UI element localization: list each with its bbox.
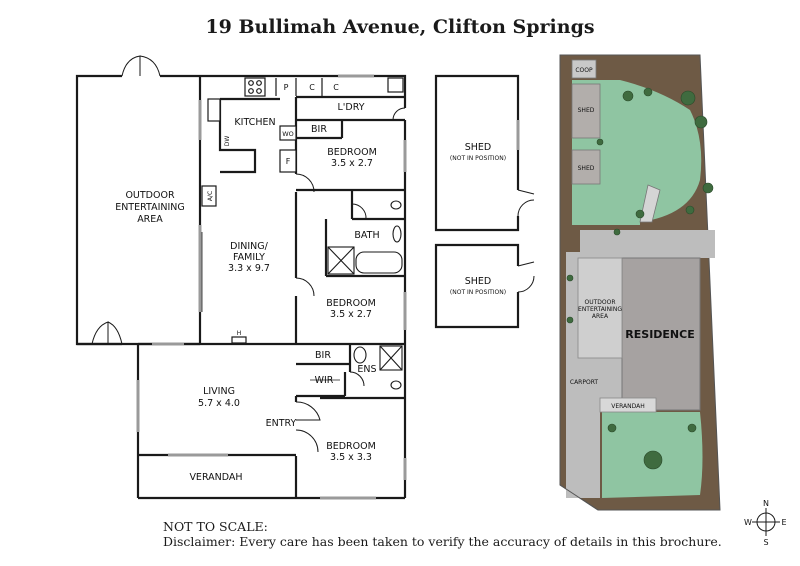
entry-label: ENTRY bbox=[266, 418, 297, 429]
compass-east: E bbox=[781, 518, 786, 527]
outdoor-area-label-3: AREA bbox=[137, 214, 163, 225]
site-outdoor-area bbox=[577, 257, 623, 359]
bedroom2-label: BEDROOM bbox=[326, 298, 376, 309]
bath-fixtures bbox=[201, 200, 403, 390]
house-walls bbox=[75, 74, 407, 500]
site-outdoor-label-2: ENTERTAINING bbox=[578, 306, 622, 313]
bedroom3-size: 3.5 x 3.3 bbox=[330, 452, 372, 463]
site-shrubs bbox=[566, 87, 714, 470]
heater-label: H bbox=[237, 330, 242, 337]
site-shed-b bbox=[571, 149, 601, 185]
shed-2 bbox=[434, 243, 535, 329]
outdoor-area-label-1: OUTDOOR bbox=[125, 190, 175, 201]
cupboard1-label: C bbox=[309, 83, 315, 92]
site-outdoor-label-3: AREA bbox=[592, 313, 609, 320]
fridge-icon bbox=[279, 149, 297, 173]
bir-top-label: BIR bbox=[311, 124, 327, 135]
outdoor-area-label-2: ENTERTAINING bbox=[115, 202, 185, 213]
windows bbox=[136, 74, 407, 500]
heater-icon bbox=[231, 336, 247, 344]
shed-1 bbox=[434, 74, 535, 232]
cooktop-icon bbox=[244, 77, 266, 97]
driveway bbox=[580, 230, 715, 258]
door-swings bbox=[91, 55, 406, 468]
not-to-scale-note: NOT TO SCALE: bbox=[163, 519, 268, 534]
compass-north: N bbox=[763, 499, 769, 508]
aircon-label: A/C bbox=[207, 191, 214, 201]
living-size: 5.7 x 4.0 bbox=[198, 398, 240, 409]
kitchen-fixtures bbox=[201, 77, 404, 344]
site-shed-a-label: SHED bbox=[578, 107, 595, 114]
shed2-label: SHED bbox=[465, 276, 492, 287]
wall-oven-label: WO bbox=[282, 130, 294, 138]
kitchen-label: KITCHEN bbox=[234, 117, 275, 128]
coop-roof bbox=[571, 59, 597, 79]
shed1-label: SHED bbox=[465, 142, 492, 153]
shed1-note: (NOT IN POSITION) bbox=[450, 155, 506, 162]
compass-icon bbox=[752, 508, 780, 536]
bedroom3-label: BEDROOM bbox=[326, 441, 376, 452]
basin-icon bbox=[392, 225, 402, 243]
sink-icon bbox=[207, 98, 221, 122]
bath-label: BATH bbox=[354, 230, 379, 241]
laundry-label: L'DRY bbox=[337, 102, 364, 113]
toilet-icon bbox=[390, 200, 402, 210]
ens-toilet-icon bbox=[390, 380, 402, 390]
ens-label: ENS bbox=[357, 364, 376, 375]
rear-lawn bbox=[572, 80, 702, 225]
residence-label: RESIDENCE bbox=[625, 328, 694, 341]
shed2-note: (NOT IN POSITION) bbox=[450, 289, 506, 296]
bir-mid-label: BIR bbox=[315, 350, 331, 361]
dining-size: 3.3 x 9.7 bbox=[228, 263, 270, 274]
fridge-label: F bbox=[286, 157, 291, 166]
living-label: LIVING bbox=[203, 386, 235, 397]
site-shed-b-label: SHED bbox=[578, 165, 595, 172]
page-title: 19 Bullimah Avenue, Clifton Springs bbox=[205, 16, 595, 38]
site-verandah-label: VERANDAH bbox=[611, 403, 645, 410]
site-outdoor-label-1: OUTDOOR bbox=[584, 299, 615, 306]
pantry-label: P bbox=[284, 83, 289, 92]
wir-label: WIR bbox=[315, 375, 334, 386]
site-path bbox=[639, 184, 661, 223]
aircon-icon bbox=[201, 185, 217, 207]
cupboard2-label: C bbox=[333, 83, 339, 92]
site-verandah bbox=[599, 397, 657, 413]
bathtub-icon bbox=[355, 251, 403, 274]
site-carport-label: CARPORT bbox=[570, 379, 599, 386]
bedroom1-size: 3.5 x 2.7 bbox=[331, 158, 373, 169]
bedroom1-label: BEDROOM bbox=[327, 147, 377, 158]
dishwasher-label: DW bbox=[224, 136, 231, 147]
residence-roof bbox=[621, 257, 701, 411]
wall-oven-icon bbox=[279, 125, 297, 141]
verandah-label: VERANDAH bbox=[189, 472, 242, 483]
compass-west: W bbox=[744, 518, 752, 527]
site-coop-label: COOP bbox=[575, 67, 593, 74]
dining-label-1: DINING/ bbox=[230, 241, 268, 252]
ens-basin-icon bbox=[353, 346, 367, 364]
site-plan bbox=[559, 54, 721, 511]
site-shed-a bbox=[571, 83, 601, 139]
compass-south: S bbox=[763, 538, 768, 547]
bedroom2-size: 3.5 x 2.7 bbox=[330, 309, 372, 320]
trough-icon bbox=[387, 77, 404, 93]
dining-label-2: FAMILY bbox=[233, 252, 265, 263]
disclaimer-text: Disclaimer: Every care has been taken to… bbox=[163, 534, 722, 549]
